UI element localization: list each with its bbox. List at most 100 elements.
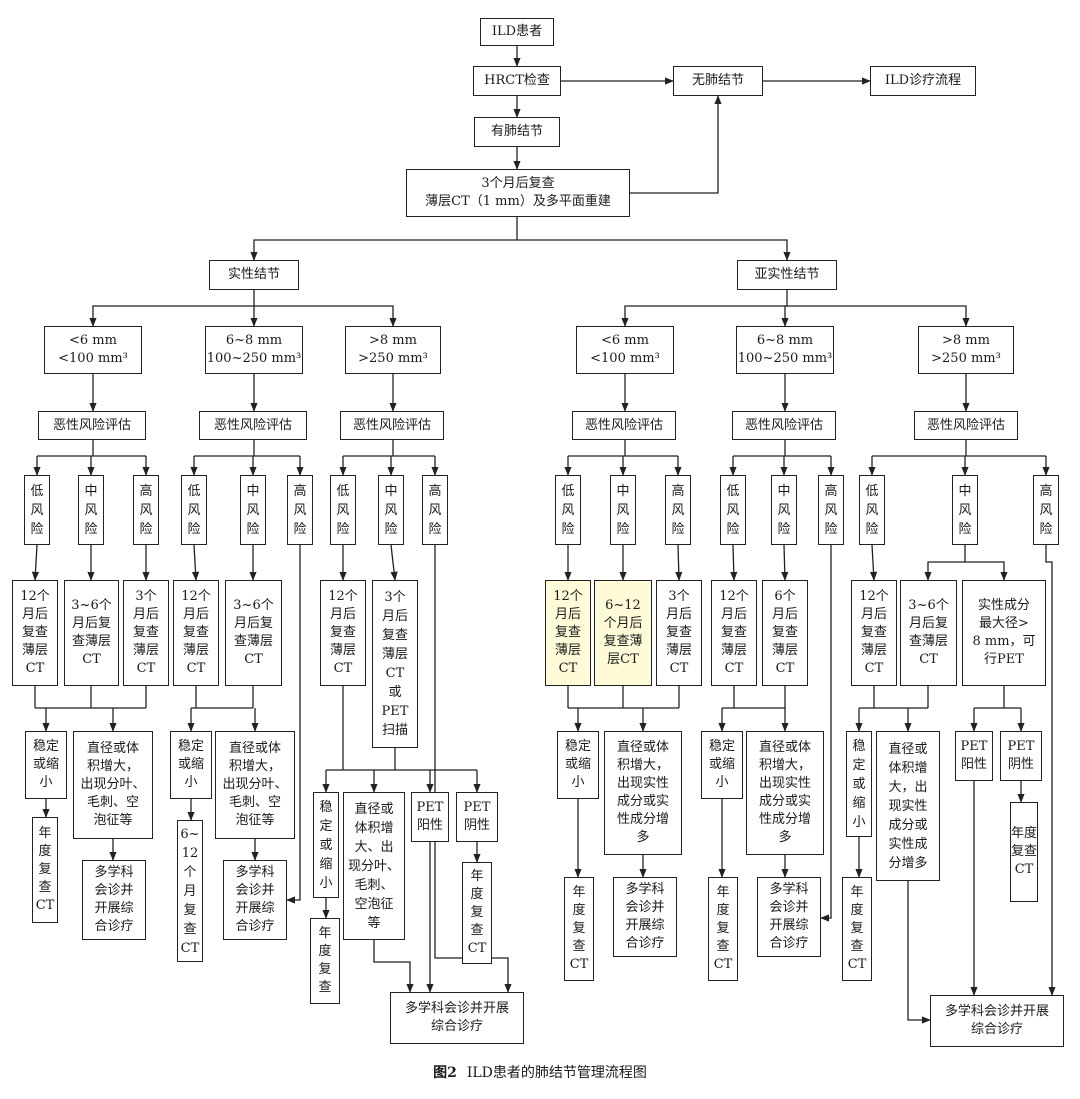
node-annual-ct-6: 年 度 复 查 CT [842,877,872,981]
node-grow-solid-2: 直径或体 积增大， 出现分叶、 毛刺、空 泡征等 [215,731,295,839]
node-ild-patient: ILD患者 [480,18,554,46]
node-annual-ct-4: 年 度 复 查 CT [564,877,594,981]
node-stable-4: 稳定 或缩 小 [701,731,743,799]
connector-51 [31,544,40,581]
node-risk-eval-2: 恶性风险评估 [199,411,307,440]
node-stable-1: 稳定 或缩 小 [25,731,67,799]
figure-title: ILD患者的肺结节管理流程图 [466,1065,647,1081]
node-annual-ct-3: 年 度 复 查 CT [462,862,492,964]
connector-8 [517,239,791,261]
node-low-risk-4: 低 风 险 [555,475,581,545]
node-solid-size-large: >8 mm >250 mm³ [345,326,441,374]
node-risk-eval-5: 恶性风险评估 [732,411,836,440]
figure-number: 图2 [433,1065,457,1081]
connector-123 [1045,545,1056,996]
node-mid-risk-3: 中 风 险 [378,475,404,545]
node-risk-eval-1: 恶性风险评估 [38,411,146,440]
node-ct-12m-1: 12个 月后 复查 薄层 CT [12,580,58,686]
node-mdt-wide-1: 多学科会诊并开展 综合诊疗 [390,992,524,1044]
node-solid-pet: 实性成分 最大径> 8 mm，可 行PET [962,580,1046,686]
node-solid: 实性结节 [209,260,299,290]
node-high-risk-1: 高 风 险 [133,475,159,545]
connector-54 [191,544,200,581]
node-low-risk-3: 低 风 险 [330,475,356,545]
node-ct-6-12m: 6~12 个月后 复查薄 层CT [594,580,652,686]
node-annual-ct-5: 年 度 复 查 CT [708,877,738,981]
connector-61 [730,544,738,581]
node-annual-ct-2: 年度 复查 CT [1010,802,1038,902]
node-mid-risk-5: 中 风 险 [771,475,797,545]
node-subsolid-size-small: <6 mm <100 mm³ [576,326,674,374]
node-ct-12m-2: 12个 月后 复查 薄层 CT [173,580,219,686]
connector-63 [869,544,878,581]
node-high-risk-4: 高 风 险 [665,475,691,545]
node-ct-3-6m-2: 3~6个 月后复 查薄层 CT [225,580,282,686]
node-no-nodule: 无肺结节 [673,66,763,96]
connector-7 [250,217,518,261]
connector-13 [781,305,789,327]
connector-81 [286,545,301,904]
connector-6 [630,95,722,194]
node-risk-eval-6: 恶性风险评估 [914,411,1018,440]
connector-91 [373,940,414,993]
node-mdt-1: 多学科 会诊并 开展综 合诊疗 [82,860,146,940]
node-stable-5: 稳 定 或 缩 小 [846,731,872,837]
node-annual-ct-1: 年 度 复 查 CT [32,817,58,923]
node-pet-positive-1: PET 阳性 [411,792,449,842]
connector-9 [89,290,255,327]
node-ct-12m-4: 12个 月后 复查 薄层 CT [545,580,591,686]
node-ct-3-6m-3: 3~6个 月后复 查薄层 CT [900,580,957,686]
node-risk-eval-3: 恶性风险评估 [340,411,444,440]
node-annual-check: 年 度 复 查 [310,918,340,1004]
connector-60 [675,544,683,581]
node-ct-12m-6: 12个 月后 复查 薄层 CT [851,580,897,686]
connector-11 [254,305,397,327]
node-stable-2: 稳定 或缩 小 [170,731,212,799]
node-ct-12m-5: 12个 月后 复查 薄层 CT [711,580,757,686]
node-ct-12m-3: 12个 月后 复查 薄层 CT [320,580,366,686]
connector-12 [621,290,788,327]
node-solid-size-mid: 6~8 mm 100~250 mm³ [205,326,303,374]
node-grow-solid-1: 直径或体 积增大， 出现分叶、 毛刺、空 泡征等 [73,731,153,839]
node-stable-3: 稳定 或缩 小 [557,731,599,799]
node-stable-6: 稳 定 或 缩 小 [313,792,339,898]
node-ct-3-6m-1: 3~6个 月后复 查薄层 CT [64,580,119,686]
connector-62 [781,544,789,581]
connector-14 [787,305,970,327]
node-ct-3m-pet: 3个 月后 复查 薄层 CT 或 PET 扫描 [372,580,418,748]
node-mdt-4: 多学科 会诊并 开展综 合诊疗 [757,877,821,957]
node-high-risk-6: 高 风 险 [1033,475,1059,545]
node-high-risk-3: 高 风 险 [422,475,448,545]
connector-109 [820,545,832,922]
node-subsolid-size-mid: 6~8 mm 100~250 mm³ [736,326,834,374]
node-pet-negative-2: PET 阴性 [1000,731,1042,781]
node-grow-subsolid-1: 直径或体 积增大， 出现实性 成分或实 性成分增 多 [604,731,682,855]
node-ct-3m-1: 3个 月后 复查 薄层 CT [123,580,169,686]
connector-65 [965,561,1008,581]
node-hrct: HRCT检查 [473,66,561,96]
node-subsolid-size-large: >8 mm >250 mm³ [918,326,1014,374]
node-mid-risk-1: 中 风 险 [78,475,104,545]
node-low-risk-2: 低 风 险 [181,475,207,545]
node-high-risk-5: 高 风 险 [818,475,844,545]
node-has-nodule: 有肺结节 [474,117,560,147]
node-grow-subsolid-3: 直径或 体积增 大，出 现实性 成分或 实性成 分增多 [876,731,940,881]
connector-57 [390,544,398,581]
node-low-risk-6: 低 风 险 [859,475,885,545]
node-mdt-wide-2: 多学科会诊并开展 综合诊疗 [930,995,1064,1047]
connector-64 [924,545,966,581]
connector-116 [907,881,931,1024]
node-mdt-3: 多学科 会诊并 开展综 合诊疗 [613,877,677,957]
node-subsolid: 亚实性结节 [737,260,837,290]
node-risk-eval-4: 恶性风险评估 [572,411,676,440]
node-mid-risk-6: 中 风 险 [952,475,978,545]
node-pet-negative-1: PET 阴性 [456,792,498,842]
node-followup-3m: 3个月后复查 薄层CT（1 mm）及多平面重建 [406,169,630,217]
node-low-risk-5: 低 风 险 [720,475,746,545]
node-grow-solid-3: 直径或 体积增 大、出 现分叶、 毛刺、 空泡征 等 [343,792,405,940]
node-mdt-2: 多学科 会诊并 开展综 合诊疗 [223,860,287,940]
node-mid-risk-4: 中 风 险 [610,475,636,545]
node-low-risk-1: 低 风 险 [24,475,50,545]
